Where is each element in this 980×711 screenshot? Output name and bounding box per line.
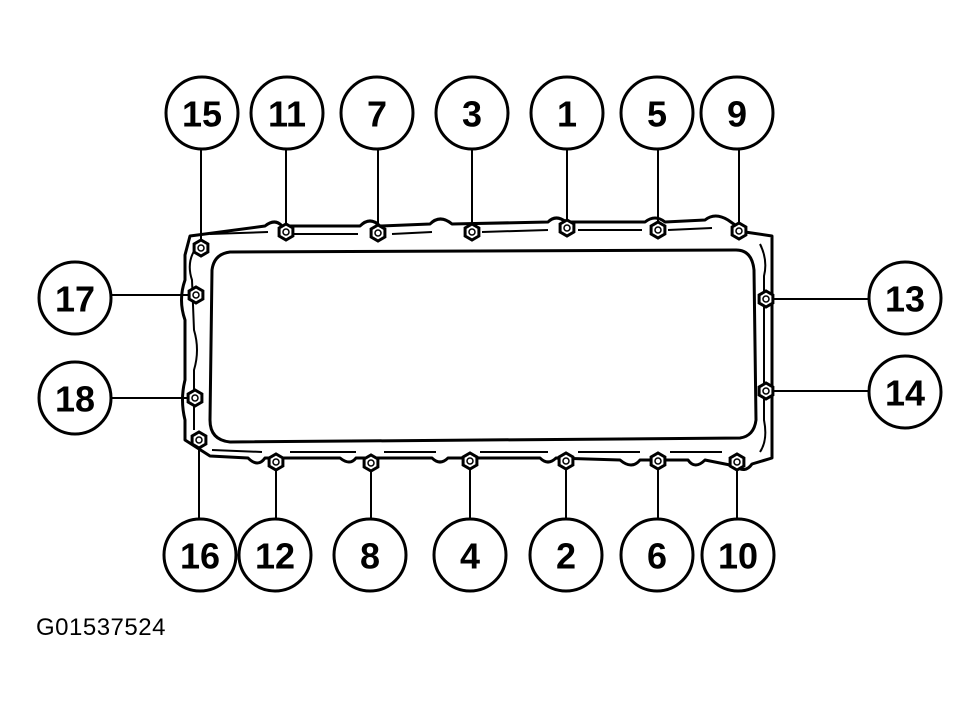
leader-lines bbox=[111, 149, 869, 519]
callout-number-10: 10 bbox=[718, 536, 758, 577]
callout-7: 7 bbox=[339, 75, 415, 151]
callout-number-15: 15 bbox=[182, 94, 222, 135]
callout-18: 18 bbox=[37, 360, 113, 436]
bolt-head-15 bbox=[192, 238, 210, 258]
callout-circle-5 bbox=[619, 75, 695, 151]
bolt-head-5 bbox=[649, 220, 667, 240]
bolt-head-1 bbox=[558, 218, 576, 238]
callout-14: 14 bbox=[867, 354, 943, 430]
bolt-heads bbox=[186, 218, 775, 473]
callout-circle-4 bbox=[432, 517, 508, 593]
bolt-head-16 bbox=[190, 430, 208, 450]
callout-2: 2 bbox=[528, 517, 604, 593]
callout-circle-14 bbox=[867, 354, 943, 430]
gasket-left-edge bbox=[188, 247, 198, 430]
callout-number-11: 11 bbox=[268, 94, 306, 135]
callout-number-6: 6 bbox=[647, 536, 667, 577]
callout-circle-17 bbox=[37, 260, 113, 336]
callout-number-9: 9 bbox=[727, 94, 747, 135]
gasket-flange-line-top bbox=[209, 227, 713, 235]
bolt-head-13 bbox=[757, 289, 775, 309]
callout-number-1: 1 bbox=[557, 94, 577, 135]
gasket-right-edge bbox=[759, 243, 767, 453]
callout-number-3: 3 bbox=[462, 94, 482, 135]
callout-10: 10 bbox=[700, 517, 776, 593]
callout-number-7: 7 bbox=[367, 94, 387, 135]
gasket-outer-outline bbox=[180, 214, 774, 471]
bolt-head-2 bbox=[557, 451, 575, 471]
callout-11: 11 bbox=[249, 75, 325, 151]
callout-number-5: 5 bbox=[647, 94, 667, 135]
callout-circle-8 bbox=[332, 517, 408, 593]
callout-number-12: 12 bbox=[255, 536, 295, 577]
bolt-head-7 bbox=[369, 223, 387, 243]
callout-circle-7 bbox=[339, 75, 415, 151]
callout-circle-9 bbox=[699, 75, 775, 151]
callout-16: 16 bbox=[162, 517, 238, 593]
figure-code: G01537524 bbox=[36, 614, 166, 641]
callout-8: 8 bbox=[332, 517, 408, 593]
callout-circle-15 bbox=[164, 75, 240, 151]
callout-circle-10 bbox=[700, 517, 776, 593]
oil-pan-gasket bbox=[180, 214, 774, 471]
bolt-head-17 bbox=[187, 285, 205, 305]
callout-circle-2 bbox=[528, 517, 604, 593]
callout-5: 5 bbox=[619, 75, 695, 151]
callout-13: 13 bbox=[867, 260, 943, 336]
callout-number-4: 4 bbox=[460, 536, 480, 577]
bolt-head-18 bbox=[186, 388, 204, 408]
bolt-head-14 bbox=[757, 381, 775, 401]
callout-number-8: 8 bbox=[360, 536, 380, 577]
callout-12: 12 bbox=[237, 517, 313, 593]
callout-number-18: 18 bbox=[55, 379, 95, 420]
bolt-head-4 bbox=[461, 451, 479, 471]
bolt-head-8 bbox=[362, 453, 380, 473]
callout-circle-11 bbox=[249, 75, 325, 151]
callout-number-16: 16 bbox=[180, 536, 220, 577]
callout-1: 1 bbox=[529, 75, 605, 151]
callout-4: 4 bbox=[432, 517, 508, 593]
callout-circle-13 bbox=[867, 260, 943, 336]
callout-circle-1 bbox=[529, 75, 605, 151]
bolt-head-6 bbox=[649, 451, 667, 471]
callout-15: 15 bbox=[164, 75, 240, 151]
callout-9: 9 bbox=[699, 75, 775, 151]
gasket-inner-opening bbox=[208, 248, 758, 444]
callout-circle-3 bbox=[434, 75, 510, 151]
callout-number-13: 13 bbox=[885, 279, 925, 320]
callout-circle-12 bbox=[237, 517, 313, 593]
callout-circle-18 bbox=[37, 360, 113, 436]
bolt-head-3 bbox=[463, 222, 481, 242]
callout-3: 3 bbox=[434, 75, 510, 151]
callout-circle-6 bbox=[619, 517, 695, 593]
callout-number-17: 17 bbox=[55, 279, 95, 320]
bolt-head-10 bbox=[728, 452, 746, 472]
callout-number-2: 2 bbox=[556, 536, 576, 577]
bolt-head-12 bbox=[267, 452, 285, 472]
bolt-head-9 bbox=[730, 221, 748, 241]
gasket-flange-line-bottom bbox=[211, 449, 722, 453]
callout-6: 6 bbox=[619, 517, 695, 593]
callout-17: 17 bbox=[37, 260, 113, 336]
bolt-head-11 bbox=[277, 222, 295, 242]
callout-circle-16 bbox=[162, 517, 238, 593]
callout-number-14: 14 bbox=[885, 373, 925, 414]
